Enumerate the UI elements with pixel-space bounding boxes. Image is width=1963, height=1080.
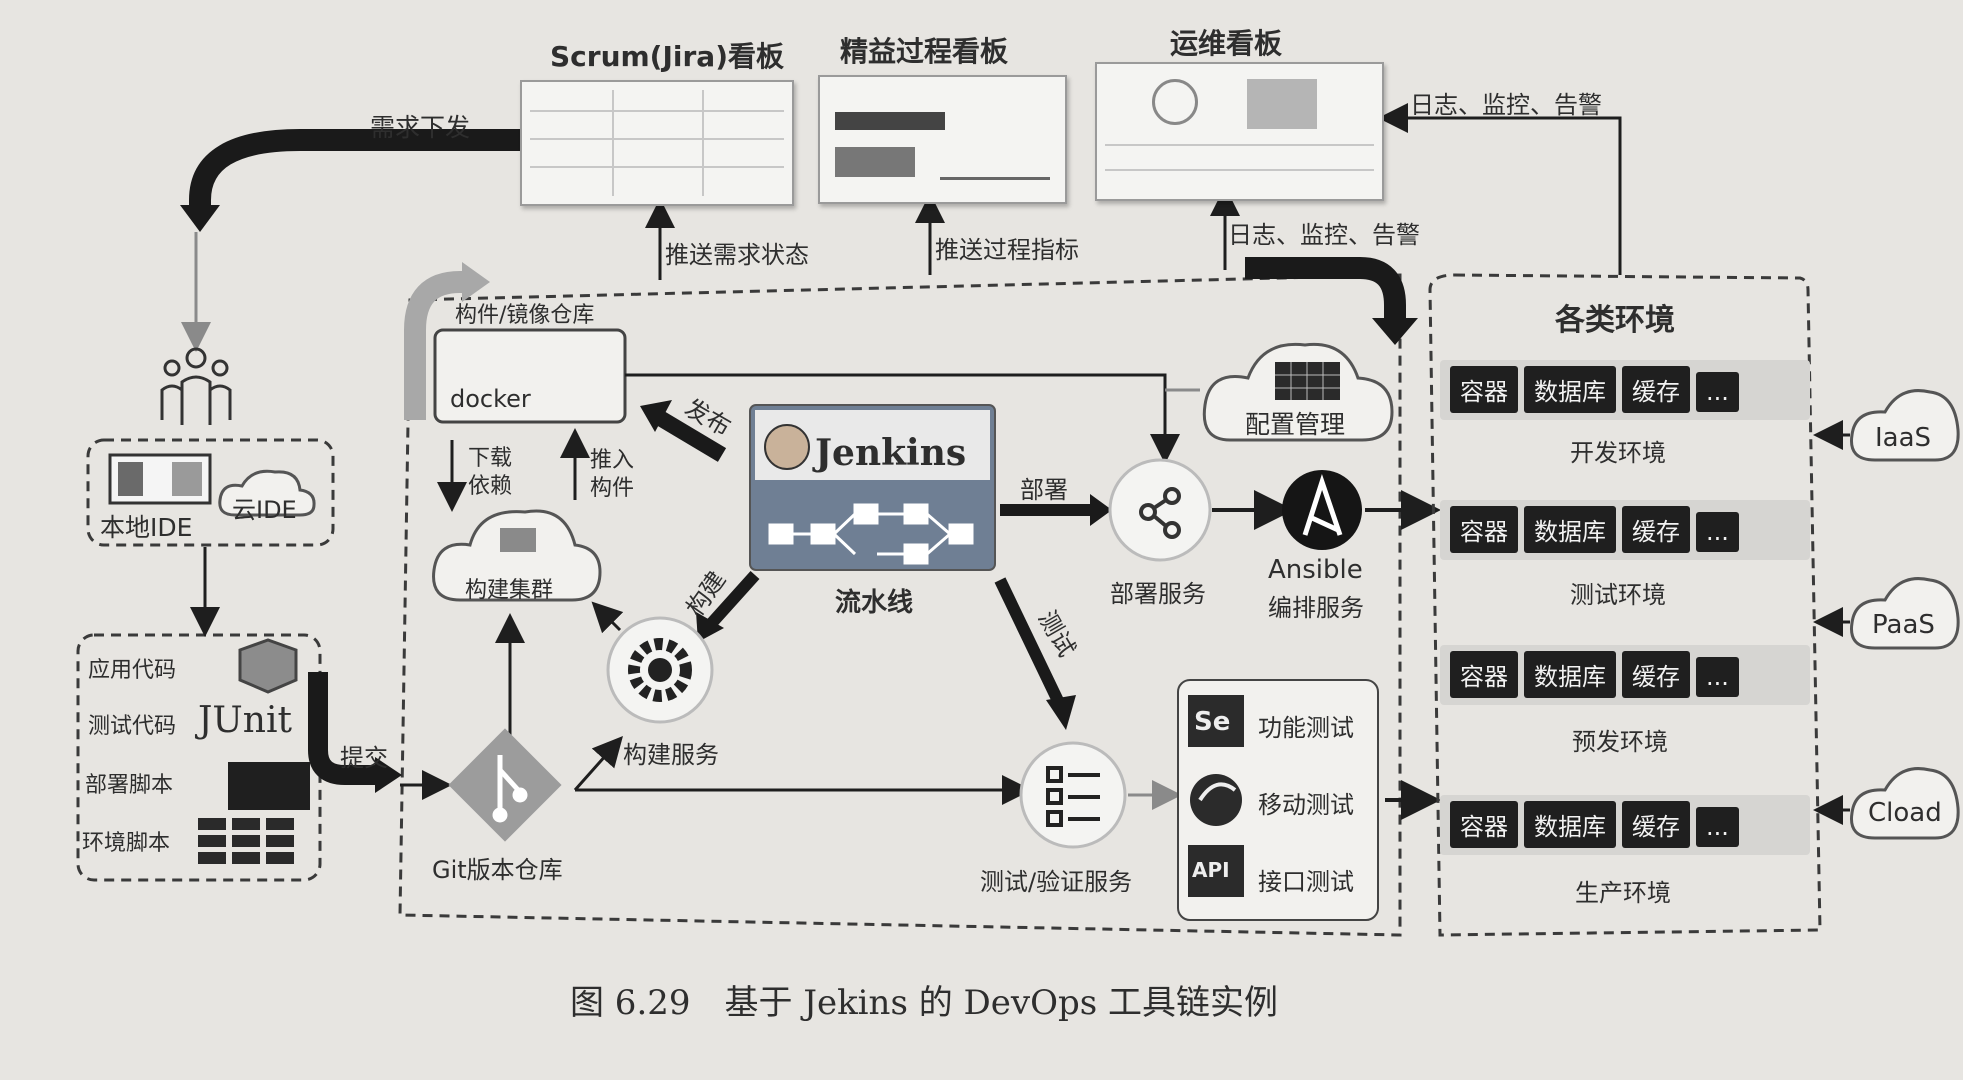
- ops-board-title: 运维看板: [1170, 27, 1283, 60]
- env-test-label: 测试环境: [1570, 581, 1666, 609]
- env-chip: ...: [1696, 807, 1739, 847]
- test-code-label: 测试代码: [88, 714, 177, 739]
- ide-frame: [86, 438, 335, 547]
- env-row-prod: 容器数据库缓存...: [1440, 795, 1810, 855]
- logs-label-mid: 日志、监控、告警: [1228, 221, 1420, 249]
- env-chip: ...: [1696, 512, 1739, 552]
- lean-board-thumbnail: [818, 75, 1067, 204]
- build-service-label: 构建服务: [623, 741, 719, 769]
- push-demand-status-label: 推送需求状态: [665, 241, 809, 269]
- env-dev-label: 开发环境: [1570, 439, 1666, 467]
- deploy-service-node: [1108, 458, 1212, 562]
- deploy-label: 部署: [1020, 476, 1068, 504]
- env-chip: 缓存: [1622, 506, 1690, 553]
- artifact-repo-label: 构件/镜像仓库: [455, 303, 595, 328]
- app-code-label: 应用代码: [88, 658, 177, 683]
- demand-dispatch-label: 需求下发: [370, 113, 471, 142]
- env-chip: 容器: [1450, 506, 1518, 553]
- env-row-dev: 容器数据库缓存...: [1440, 360, 1810, 420]
- scrum-board-thumbnail: [520, 80, 794, 206]
- push-process-metrics-label: 推送过程指标: [935, 236, 1079, 264]
- pipeline-label: 流水线: [835, 588, 914, 618]
- demand-arrow: [189, 129, 520, 215]
- commit-label: 提交: [340, 744, 388, 772]
- build-cluster-cloud: [432, 509, 602, 602]
- iaas-cloud-label: IaaS: [1875, 423, 1932, 453]
- ops-board-thumbnail: [1095, 62, 1384, 201]
- jenkins-title: Jenkins: [815, 432, 967, 474]
- api-test-label: 接口测试: [1258, 868, 1354, 896]
- env-chip: 缓存: [1622, 651, 1690, 698]
- build-cluster-label: 构建集群: [465, 578, 554, 603]
- pipeline-frame: [398, 273, 1402, 937]
- feedback-arrow: [404, 271, 470, 420]
- cload-cloud-label: Cload: [1868, 798, 1942, 828]
- download-label-1: 下载: [468, 446, 513, 471]
- git-node: [448, 728, 562, 842]
- docker-logo: docker: [450, 385, 531, 413]
- scrum-board-title: Scrum(Jira)看板: [550, 40, 784, 73]
- env-prod-label: 生产环境: [1575, 879, 1671, 907]
- env-chip: 容器: [1450, 366, 1518, 413]
- env-chip: 数据库: [1524, 651, 1616, 698]
- figure-caption: 图 6.29 基于 Jekins 的 DevOps 工具链实例: [570, 983, 1278, 1023]
- env-chip: ...: [1696, 372, 1739, 412]
- config-mgmt-label: 配置管理: [1245, 410, 1346, 439]
- people-icon: [160, 347, 232, 425]
- environments-title: 各类环境: [1555, 303, 1675, 338]
- local-ide-label: 本地IDE: [100, 513, 193, 542]
- junit-logo: JUnit: [198, 700, 292, 741]
- environments-frame: [1428, 273, 1822, 937]
- paas-cloud-label: PaaS: [1872, 610, 1935, 640]
- deploy-script-label: 部署脚本: [85, 773, 174, 798]
- env-row-staging: 容器数据库缓存...: [1440, 645, 1810, 705]
- env-chip: 数据库: [1524, 801, 1616, 848]
- env-chip: ...: [1696, 657, 1739, 697]
- env-chip: 容器: [1450, 651, 1518, 698]
- ansible-node: [1282, 470, 1362, 550]
- env-chip: 容器: [1450, 801, 1518, 848]
- deploy-service-label: 部署服务: [1110, 580, 1206, 608]
- logs-label-top: 日志、监控、告警: [1410, 91, 1602, 119]
- download-label-2: 依赖: [468, 474, 513, 499]
- env-staging-label: 预发环境: [1572, 728, 1668, 756]
- env-row-test: 容器数据库缓存...: [1440, 500, 1810, 560]
- env-chip: 缓存: [1622, 366, 1690, 413]
- selenium-icon: Se: [1194, 707, 1231, 737]
- mobile-test-label: 移动测试: [1258, 791, 1354, 819]
- env-chip: 数据库: [1524, 506, 1616, 553]
- ansible-label: Ansible: [1268, 555, 1363, 585]
- test-service-label: 测试/验证服务: [980, 868, 1133, 896]
- push-label-1: 推入: [590, 448, 635, 473]
- env-chip: 数据库: [1524, 366, 1616, 413]
- ansible-sub-label: 编排服务: [1268, 594, 1364, 622]
- functional-test-label: 功能测试: [1258, 714, 1354, 742]
- lean-board-title: 精益过程看板: [840, 35, 1009, 68]
- env-chip: 缓存: [1622, 801, 1690, 848]
- cloud-ide-label: 云IDE: [232, 496, 297, 524]
- env-script-label: 环境脚本: [82, 831, 171, 856]
- push-label-2: 构件: [590, 476, 635, 501]
- api-icon: API: [1192, 858, 1230, 882]
- git-repo-label: Git版本仓库: [432, 856, 563, 884]
